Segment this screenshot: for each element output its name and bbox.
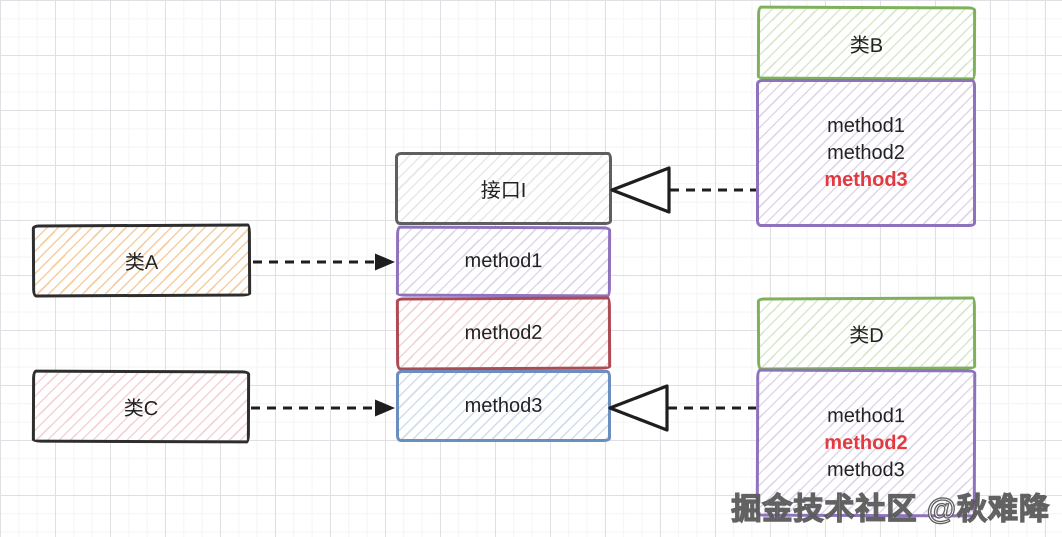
solid-arrowhead-icon	[375, 399, 395, 417]
solid-arrowhead-icon	[375, 253, 395, 271]
interface-method2-label: method2	[464, 321, 543, 345]
dependency-arrow-classA-to-method1	[253, 253, 395, 271]
dependency-arrow-classC-to-method3	[251, 399, 395, 417]
hollow-triangle-arrowhead-icon	[608, 384, 669, 432]
class-b-method2: method2	[827, 141, 905, 164]
interface-method1-label: method1	[464, 249, 543, 273]
class-b-method1: method1	[827, 114, 905, 137]
class-d-method2-highlighted: method2	[824, 431, 908, 454]
interface-method3-box: method3	[396, 370, 611, 442]
class-c-box: 类C	[31, 369, 251, 444]
class-b-methods-box: method1 method2 method3	[756, 79, 976, 227]
realization-arrow-classB-to-interface	[610, 166, 756, 214]
class-d-title: 类D	[849, 324, 884, 348]
interface-method2-box: method2	[395, 296, 612, 371]
class-d-method1: method1	[827, 404, 906, 427]
hollow-triangle-arrowhead-icon	[610, 166, 671, 214]
realization-arrow-classD-to-method3	[608, 384, 756, 432]
interface-method3-label: method3	[464, 394, 543, 417]
watermark: 掘金技术社区 @秋难降	[731, 492, 1050, 526]
class-c-label: 类C	[123, 397, 159, 421]
class-a-label: 类A	[124, 251, 159, 275]
class-d-method3: method3	[826, 458, 905, 481]
interface-method1-box: method1	[395, 225, 612, 298]
interface-i-title: 接口I	[480, 180, 527, 202]
class-a-box: 类A	[31, 223, 252, 298]
class-b-title: 类B	[849, 34, 884, 57]
class-b-header-box: 类B	[756, 5, 977, 81]
interface-i-box: 接口I	[395, 152, 612, 225]
class-d-header-box: 类D	[756, 296, 977, 371]
class-b-method3-highlighted: method3	[824, 168, 908, 191]
